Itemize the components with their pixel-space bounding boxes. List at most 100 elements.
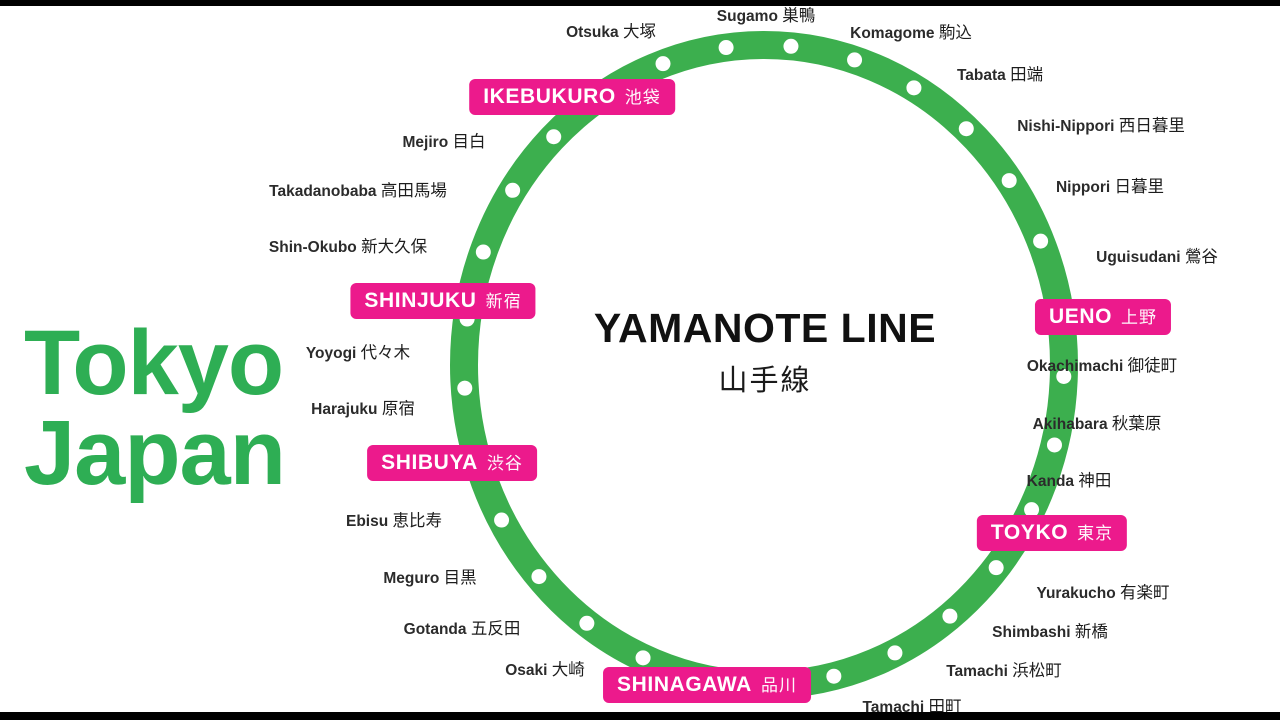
badge-name-japanese: 新宿 — [485, 292, 522, 311]
station-name-english: Osaki — [505, 661, 548, 679]
station-name-english: Mejiro — [402, 133, 449, 151]
station-name-english: Nishi-Nippori — [1017, 117, 1115, 135]
station-name-english: Nippori — [1055, 178, 1111, 196]
major-station-badge-tokyo[interactable]: TOYKO 東京 — [976, 515, 1128, 551]
station-dot[interactable] — [1033, 233, 1049, 249]
station-label-shimbashi[interactable]: Shimbashi 新橋 — [992, 624, 1108, 641]
station-name-japanese: 御徒町 — [1127, 356, 1178, 375]
station-dot[interactable] — [988, 560, 1004, 576]
station-label-tamachi[interactable]: Tamachi 田町 — [862, 699, 961, 716]
station-dot[interactable] — [531, 569, 547, 585]
station-name-japanese: 五反田 — [470, 619, 521, 638]
station-name-english: Komagome — [850, 24, 935, 42]
major-station-badge-shibuya[interactable]: SHIBUYA 渋谷 — [367, 445, 537, 481]
station-label-yoyogi[interactable]: Yoyogi 代々木 — [306, 345, 410, 362]
station-dot[interactable] — [1001, 173, 1017, 189]
station-name-japanese: 目白 — [452, 132, 486, 151]
station-name-japanese: 日暮里 — [1114, 177, 1165, 196]
station-dot[interactable] — [958, 121, 974, 137]
badge-name-japanese: 池袋 — [624, 88, 661, 107]
station-dot[interactable] — [783, 38, 799, 54]
station-label-tabata[interactable]: Tabata 田端 — [957, 67, 1043, 84]
station-dot[interactable] — [655, 56, 671, 72]
station-dot[interactable] — [826, 668, 842, 684]
station-dot[interactable] — [887, 645, 903, 661]
station-name-english: Harajuku — [311, 400, 378, 418]
station-name-english: Meguro — [383, 569, 440, 587]
station-label-komagome[interactable]: Komagome 駒込 — [850, 25, 972, 42]
station-label-otsuka[interactable]: Otsuka 大塚 — [566, 24, 656, 41]
station-name-japanese: 巣鴨 — [782, 6, 816, 25]
station-label-mejiro[interactable]: Mejiro 目白 — [403, 134, 486, 151]
station-dot[interactable] — [1056, 368, 1072, 384]
station-name-japanese: 目黒 — [443, 568, 477, 587]
station-label-osaki[interactable]: Osaki 大崎 — [505, 662, 585, 679]
badge-name-english: SHINAGAWA — [617, 673, 752, 696]
badge-name-japanese: 品川 — [760, 676, 797, 695]
letterbox-bar-bottom — [0, 712, 1280, 720]
station-label-harajuku[interactable]: Harajuku 原宿 — [311, 401, 415, 418]
station-name-japanese: 浜松町 — [1012, 661, 1062, 680]
station-dot[interactable] — [718, 40, 734, 56]
station-dot[interactable] — [1046, 437, 1062, 453]
station-label-okachimachi[interactable]: Okachimachi 御徒町 — [1027, 358, 1177, 375]
station-dot[interactable] — [546, 129, 562, 145]
badge-name-english: UENO — [1048, 305, 1113, 328]
station-label-gotanda[interactable]: Gotanda 五反田 — [404, 621, 521, 638]
station-name-japanese: 原宿 — [381, 399, 415, 418]
station-dot[interactable] — [579, 615, 595, 631]
station-name-english: Okachimachi — [1026, 357, 1124, 375]
station-name-japanese: 新橋 — [1074, 622, 1108, 641]
station-dot[interactable] — [942, 608, 958, 624]
station-name-english: Yurakucho — [1036, 584, 1116, 602]
station-label-takadanobaba[interactable]: Takadanobaba 高田馬場 — [269, 183, 447, 200]
station-name-japanese: 新大久保 — [361, 237, 428, 256]
station-label-yurakucho[interactable]: Yurakucho 有楽町 — [1036, 585, 1169, 602]
station-dot[interactable] — [457, 380, 473, 396]
station-name-japanese: 恵比寿 — [392, 511, 443, 530]
station-label-shin-okubo[interactable]: Shin-Okubo 新大久保 — [269, 239, 427, 256]
station-name-english: Otsuka — [566, 23, 619, 41]
station-dot[interactable] — [475, 244, 491, 260]
major-station-badge-ueno[interactable]: UENO 上野 — [1034, 299, 1172, 335]
station-dot[interactable] — [906, 80, 922, 96]
letterbox-bar-top — [0, 0, 1280, 6]
station-name-english: Shin-Okubo — [268, 238, 357, 256]
station-dot[interactable] — [847, 52, 863, 68]
station-label-meguro[interactable]: Meguro 目黒 — [383, 570, 476, 587]
station-name-english: Takadanobaba — [269, 182, 377, 200]
station-name-japanese: 駒込 — [938, 23, 972, 42]
station-dot[interactable] — [505, 182, 521, 198]
badge-name-english: TOYKO — [990, 521, 1069, 544]
station-label-hamamatsucho[interactable]: Tamachi 浜松町 — [946, 663, 1062, 680]
station-label-nishi-nippori[interactable]: Nishi-Nippori 西日暮里 — [1017, 118, 1185, 135]
badge-name-japanese: 上野 — [1121, 308, 1158, 327]
station-name-japanese: 大崎 — [551, 660, 585, 679]
station-label-sugamo[interactable]: Sugamo 巣鴨 — [717, 8, 815, 25]
station-dot[interactable] — [635, 650, 651, 666]
station-name-japanese: 高田馬場 — [380, 181, 447, 200]
major-station-badge-shinagawa[interactable]: SHINAGAWA 品川 — [603, 667, 811, 703]
station-name-english: Tamachi — [946, 662, 1008, 680]
station-dot[interactable] — [1024, 502, 1040, 518]
station-dot[interactable] — [494, 512, 510, 528]
station-name-japanese: 神田 — [1078, 471, 1112, 490]
station-name-japanese: 秋葉原 — [1111, 414, 1162, 433]
badge-name-english: SHIBUYA — [381, 451, 478, 474]
station-name-japanese: 西日暮里 — [1118, 116, 1185, 135]
badge-name-japanese: 渋谷 — [486, 454, 523, 473]
station-label-akihabara[interactable]: Akihabara 秋葉原 — [1033, 416, 1162, 433]
station-label-kanda[interactable]: Kanda 神田 — [1027, 473, 1112, 490]
station-label-nippori[interactable]: Nippori 日暮里 — [1056, 179, 1164, 196]
station-name-english: Uguisudani — [1096, 248, 1181, 266]
station-name-english: Ebisu — [345, 512, 389, 530]
station-label-ebisu[interactable]: Ebisu 恵比寿 — [346, 513, 442, 530]
badge-name-japanese: 東京 — [1077, 524, 1114, 543]
station-label-uguisudani[interactable]: Uguisudani 鶯谷 — [1096, 249, 1218, 266]
station-name-japanese: 代々木 — [360, 343, 411, 362]
station-name-japanese: 有楽町 — [1120, 583, 1170, 602]
station-name-english: Sugamo — [716, 7, 778, 25]
